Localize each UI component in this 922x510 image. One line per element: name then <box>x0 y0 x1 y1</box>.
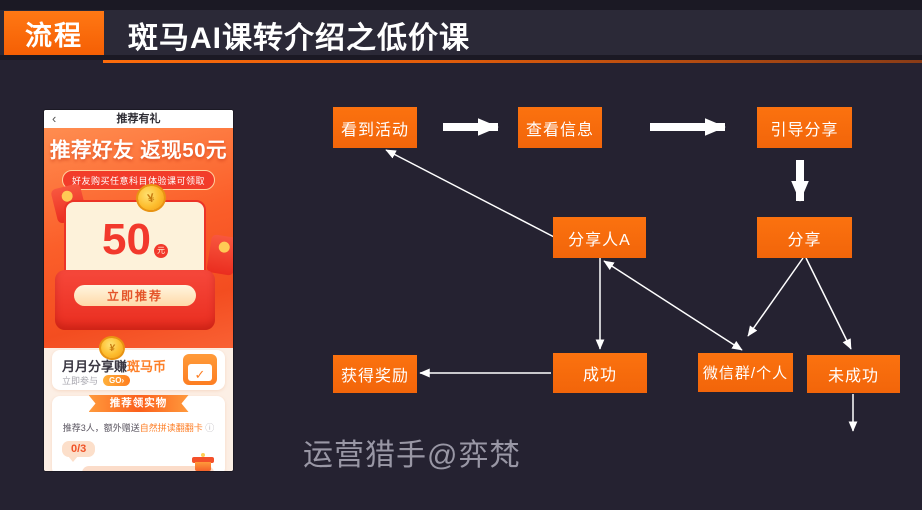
calendar-icon <box>183 354 217 385</box>
flow-edge-share-to-wechat-group <box>747 257 804 337</box>
flow-node-sharer-a: 分享人A <box>553 217 646 258</box>
back-chevron-icon: ‹ <box>52 111 57 126</box>
reward-amount: 50 元 <box>102 215 168 265</box>
flow-node-view-info: 查看信息 <box>518 107 602 148</box>
flow-node-see-activity: 看到活动 <box>333 107 417 148</box>
referral-gift-card: 推荐领实物 推荐3人，额外赠送自然拼读翻翻卡 ⓘ 0/3 <box>52 395 225 471</box>
top-dark-strip <box>0 0 922 10</box>
section-badge: 流程 <box>4 11 104 55</box>
flow-edge-share-to-not-success <box>805 257 852 350</box>
envelope-pocket: 立即推荐 <box>55 270 215 330</box>
watermark-text: 运营猎手@弈梵 <box>303 439 521 472</box>
rule-prefix: 推荐3人，额外赠送 <box>62 423 140 433</box>
flow-node-guide-share: 引导分享 <box>757 107 852 148</box>
red-envelope-card: 50 元 立即推荐 <box>55 198 215 330</box>
header-band <box>0 10 922 55</box>
hero-headline: 推荐好友 返现50元 <box>50 139 227 162</box>
flow-node-not-success: 未成功 <box>807 355 900 393</box>
monthly-share-card: 月月分享赚斑马币 立即参与 GO› <box>52 350 225 390</box>
recommend-now-button: 立即推荐 <box>74 285 196 306</box>
amount-card: 50 元 <box>64 200 206 280</box>
page-title: 斑马AI课转介绍之低价课 <box>128 22 470 55</box>
flow-node-share: 分享 <box>757 217 852 258</box>
hero-banner: 推荐好友 返现50元 好友购买任意科目体验课可领取 ¥ ¥ 50 元 立即推荐 <box>44 128 233 362</box>
monthly-share-title-dark: 月月分享赚 <box>62 359 128 374</box>
flow-node-wechat-group: 微信群/个人 <box>698 353 793 392</box>
referral-rule-text: 推荐3人，额外赠送自然拼读翻翻卡 ⓘ <box>52 421 225 434</box>
progress-count-badge: 0/3 <box>62 441 96 462</box>
title-underline <box>103 60 922 63</box>
info-icon: ⓘ <box>205 423 215 433</box>
monthly-share-sub: 立即参与 GO› <box>62 374 131 387</box>
phone-header: ‹ 推荐有礼 <box>44 110 233 128</box>
hero-subtitle-pill: 好友购买任意科目体验课可领取 <box>61 170 215 190</box>
ribbon-header: 推荐领实物 <box>88 395 189 412</box>
header-gap <box>0 55 922 60</box>
gift-box-icon <box>192 453 214 471</box>
amount-number: 50 <box>102 215 151 265</box>
join-now-label: 立即参与 <box>62 376 99 386</box>
amount-unit-badge: 元 <box>153 243 168 258</box>
progress-bar <box>82 466 214 471</box>
flow-edge-sharer-a-to-see-activity <box>385 149 557 239</box>
phone-mockup: ‹ 推荐有礼 推荐好友 返现50元 好友购买任意科目体验课可领取 ¥ ¥ 50 … <box>44 110 233 471</box>
flow-edge-sharer-a-to-wechat-group <box>603 260 743 351</box>
go-badge: GO› <box>103 375 131 386</box>
monthly-share-title-orange: 斑马币 <box>127 359 167 374</box>
phone-lower-section: 月月分享赚斑马币 立即参与 GO› 推荐领实物 推荐3人，额外赠送自然拼读翻翻卡… <box>44 348 233 471</box>
flow-node-get-reward: 获得奖励 <box>333 355 417 393</box>
phone-header-title: 推荐有礼 <box>116 113 161 125</box>
flow-node-success: 成功 <box>553 353 647 393</box>
rule-highlight: 自然拼读翻翻卡 <box>139 423 203 433</box>
monthly-share-title: 月月分享赚斑马币 <box>62 356 166 375</box>
